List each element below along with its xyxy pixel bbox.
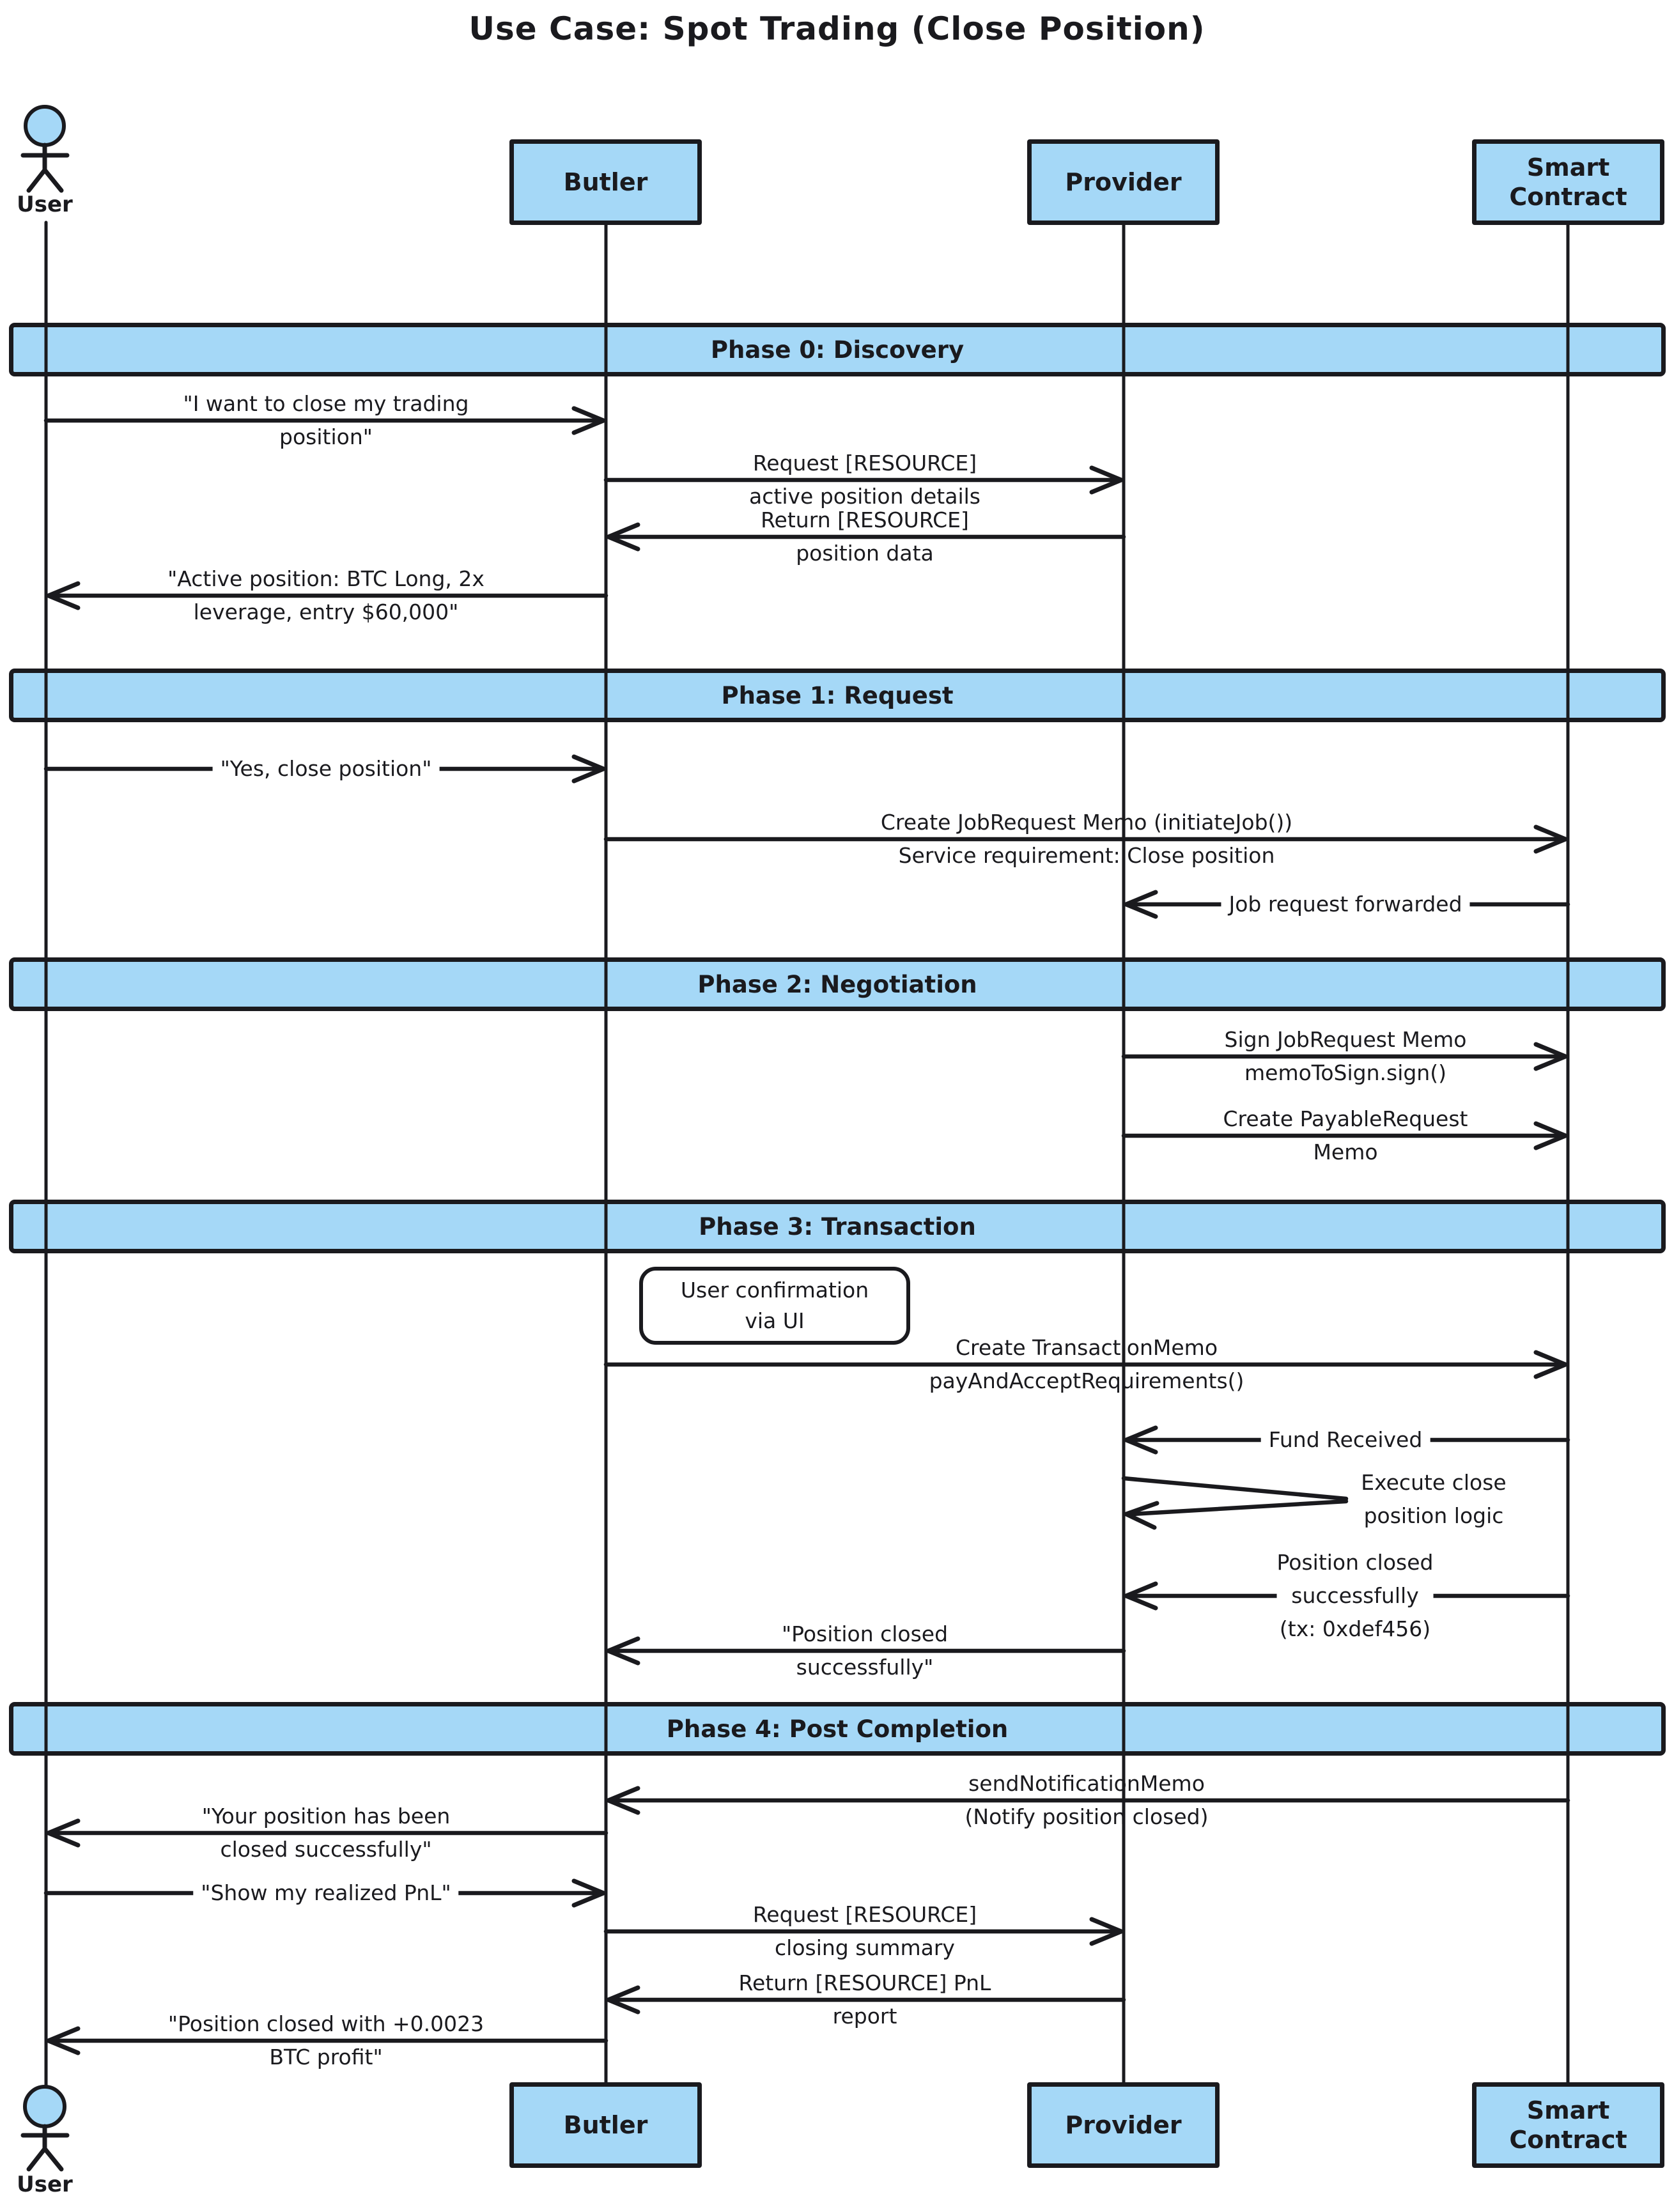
phase-band-discovery: Phase 0: Discovery [9, 323, 1666, 376]
participant-provider-bottom: Provider [1027, 2082, 1220, 2168]
message-arrow-butler-user-20 [46, 2026, 608, 2055]
participant-smart-contract-bottom: Smart Contract [1472, 2082, 1664, 2168]
message-label-6: Create JobRequest Memo (initiateJob())Se… [880, 810, 1293, 868]
message-label-5: "Yes, close position" [212, 752, 440, 785]
participant-label: Provider [1065, 168, 1182, 196]
message-arrow-smart-contract-butler-15 [606, 1786, 1570, 1815]
participant-label: Butler [563, 168, 648, 196]
participant-label: Provider [1065, 2111, 1182, 2139]
message-arrow-user-butler-1 [43, 406, 606, 435]
message-arrow-butler-user-4 [46, 581, 608, 610]
message-label-17: "Show my realized PnL" [193, 1876, 459, 1910]
diagram-title: Use Case: Spot Trading (Close Position) [469, 10, 1205, 47]
participant-butler-top: Butler [509, 139, 702, 225]
phase-band-transaction: Phase 3: Transaction [9, 1200, 1666, 1253]
message-label-11: Fund Received [1260, 1423, 1430, 1457]
phase-band-request: Phase 1: Request [9, 669, 1666, 722]
participant-label: Butler [563, 2111, 648, 2139]
phase-band-negotiation: Phase 2: Negotiation [9, 957, 1666, 1011]
phase-band-label: Phase 3: Transaction [699, 1212, 976, 1241]
participant-smart-contract-top: Smart Contract [1472, 139, 1664, 225]
participant-provider-top: Provider [1027, 139, 1220, 225]
user-actor-label-bottom: User [17, 2172, 73, 2197]
user-actor-figure-bottom [20, 2085, 70, 2172]
message-label-15: sendNotificationMemo(Notify position clo… [965, 1771, 1209, 1829]
message-arrow-provider-butler-19 [606, 1985, 1126, 2015]
message-arrow-butler-smart-contract-6 [603, 824, 1568, 854]
note-line: via UI [745, 1308, 805, 1333]
message-arrow-butler-smart-contract-10 [603, 1350, 1568, 1379]
participant-butler-bottom: Butler [509, 2082, 702, 2168]
phase-band-label: Phase 2: Negotiation [697, 970, 977, 998]
message-label-18: Request [RESOURCE]closing summary [752, 1902, 977, 1960]
user-actor-label-top: User [17, 192, 73, 217]
message-arrow-provider-smart-contract-8 [1121, 1042, 1568, 1071]
message-label-3: Return [RESOURCE]position data [761, 507, 969, 566]
message-arrow-provider-smart-contract-9 [1121, 1121, 1568, 1150]
participant-label: Smart Contract [1509, 153, 1627, 211]
message-arrow-butler-provider-2 [603, 465, 1124, 495]
participant-label: Smart Contract [1509, 2096, 1627, 2154]
message-arrow-provider-butler-3 [606, 522, 1126, 552]
phase-band-label: Phase 0: Discovery [710, 336, 965, 364]
user-actor-figure-top [20, 105, 70, 193]
message-arrow-butler-provider-18 [603, 1917, 1124, 1946]
message-label-7: Job request forwarded [1221, 888, 1470, 921]
message-arrow-butler-user-16 [46, 1818, 608, 1848]
message-label-2: Request [RESOURCE]active position detail… [749, 451, 980, 509]
note-user-confirmation: User confirmation via UI [639, 1267, 910, 1345]
phase-band-post-completion: Phase 4: Post Completion [9, 1702, 1666, 1756]
phase-band-label: Phase 1: Request [721, 681, 954, 709]
phase-band-label: Phase 4: Post Completion [666, 1715, 1009, 1743]
message-arrow-provider-butler-14 [606, 1636, 1126, 1666]
note-line: User confirmation [680, 1278, 869, 1303]
message-self-loop-provider-12 [1121, 1476, 1349, 1530]
